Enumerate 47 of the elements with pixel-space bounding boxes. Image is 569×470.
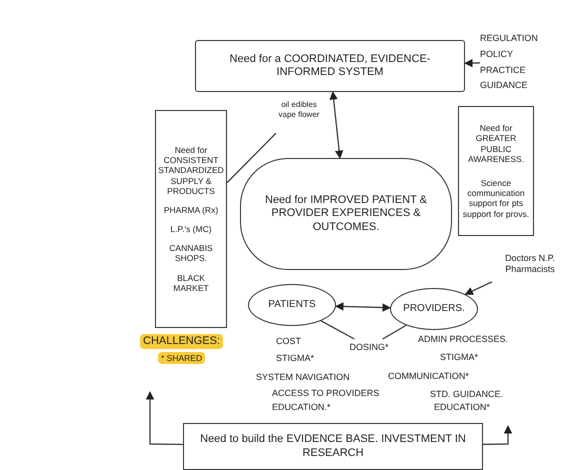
supply-box	[155, 110, 227, 328]
evidence-box	[183, 423, 483, 470]
node-text: GUIDANCE	[480, 80, 528, 92]
arrow	[464, 281, 492, 295]
system-box	[195, 40, 465, 92]
arrow	[464, 58, 480, 68]
challenge-label: STIGMA*	[440, 352, 478, 363]
arrow	[146, 391, 183, 446]
challenge-label: STD. GUIDANCE.	[430, 389, 504, 400]
node-text: Science communication support for pts support for provs.	[462, 178, 530, 219]
node-text: Doctors N.P. Pharmacists	[504, 253, 556, 275]
node-text: REGULATION	[480, 32, 538, 44]
node-text: PROVIDERS.	[403, 303, 465, 315]
node-text: POLICY	[480, 48, 514, 60]
challenge-label: EDUCATION*	[434, 402, 490, 413]
node-text: oil edibles vape flower	[278, 100, 320, 120]
challenge-label: COMMUNICATION*	[388, 371, 469, 382]
challenge-label: ADMIN PROCESSES.	[418, 334, 508, 345]
connector-line	[226, 132, 276, 184]
node-text: Need for CONSISTENT STANDARDIZED SUPPLY & PRODUCTS	[158, 144, 224, 196]
node-text: DOSING*	[349, 342, 388, 352]
node-text: PATIENTS	[268, 299, 316, 311]
node-text: Need for IMPROVED PATIENT & PROVIDER EXPERIENCES & OUTCOMES.	[264, 194, 428, 234]
node-text: Need to build the EVIDENCE BASE. INVESTMENT IN RESEARCH	[199, 433, 467, 460]
connector-line	[382, 324, 406, 340]
patients-ellipse	[248, 284, 336, 326]
node-text: PHARMA (Rx)	[164, 204, 218, 216]
challenges-heading: CHALLENGES:	[140, 334, 224, 350]
challenge-label: COST	[276, 336, 302, 347]
providers-ellipse	[390, 288, 478, 330]
challenge-label: EDUCATION.*	[272, 402, 330, 413]
experience-box	[240, 158, 452, 270]
node-text: CANNABIS SHOPS.	[168, 243, 214, 264]
node-text: BLACK MARKET	[172, 272, 210, 294]
awareness-box	[458, 106, 534, 236]
connector-line	[320, 320, 355, 340]
node-text: Need for a COORDINATED, EVIDENCE-INFORMED SYSTEM	[228, 52, 432, 80]
arrow	[335, 302, 391, 312]
challenge-label: ACCESS TO PROVIDERS	[272, 388, 380, 399]
node-text: Need for GREATER PUBLIC AWARENESS.	[466, 123, 526, 164]
legend-note: * SHARED	[158, 352, 206, 364]
node-text: PRACTICE	[480, 64, 526, 76]
challenge-label: STIGMA*	[276, 353, 314, 364]
challenge-label: SYSTEM NAVIGATION	[256, 372, 350, 383]
arrow	[483, 425, 512, 445]
node-text: L.P.'s (MC)	[170, 224, 212, 234]
arrow	[329, 91, 344, 159]
